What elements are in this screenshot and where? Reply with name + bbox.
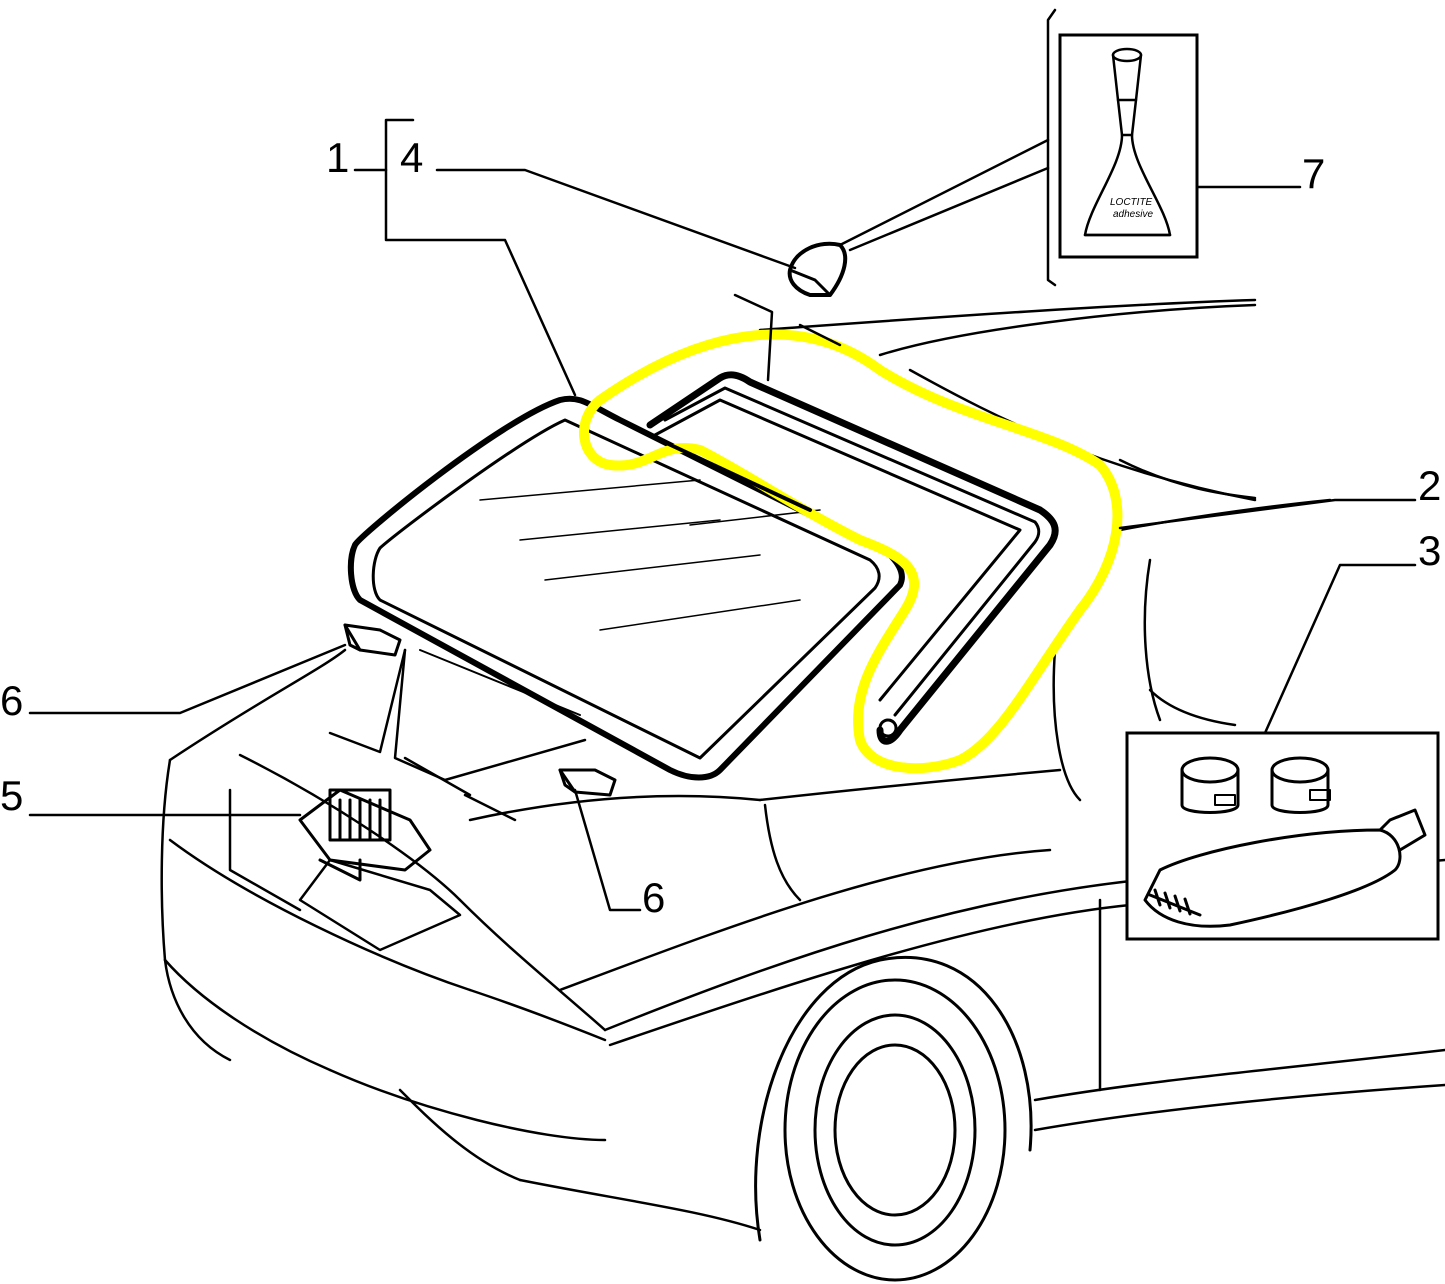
adhesive-tube-icon: [1143, 808, 1427, 928]
callout-4: 4: [400, 134, 423, 181]
callout-6-bottom: 6: [642, 874, 665, 921]
callout-6-left: 6: [0, 677, 23, 724]
primer-pot-icon-2: [1270, 756, 1331, 814]
adhesive-box: LOCTITE adhesive: [838, 8, 1199, 287]
callout-1: 1: [326, 134, 349, 181]
windscreen-seal: [646, 371, 1059, 745]
windscreen-glass: [347, 395, 905, 781]
callout-5: 5: [0, 772, 23, 819]
bumper-clip-left: [343, 623, 402, 657]
adhesive-type-text: adhesive: [1113, 209, 1153, 220]
connector-block: [298, 788, 432, 882]
callout-3: 3: [1418, 527, 1441, 574]
roof-clip: [787, 241, 848, 297]
primer-kit-box: [1125, 731, 1440, 941]
callout-2: 2: [1418, 462, 1441, 509]
primer-pot-icon: [1180, 756, 1240, 814]
adhesive-bottle-icon: [1083, 47, 1172, 237]
front-wheel: [754, 956, 1033, 1282]
seal-highlight: [579, 329, 1123, 774]
bumper-clip-right: [558, 768, 617, 797]
callout-7: 7: [1302, 150, 1325, 197]
leader-lines: [28, 118, 1417, 912]
adhesive-brand-text: LOCTITE: [1110, 197, 1153, 208]
